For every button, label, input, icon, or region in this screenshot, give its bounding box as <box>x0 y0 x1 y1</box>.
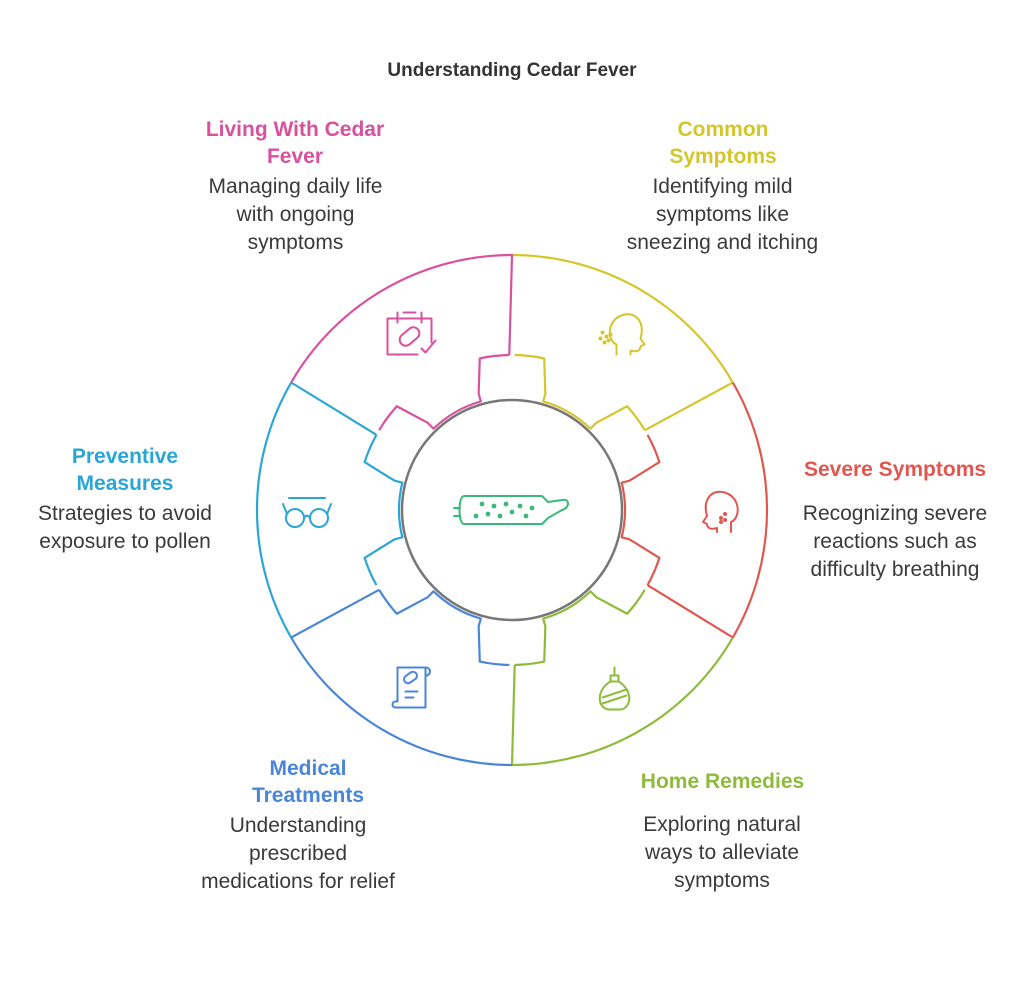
glasses-icon <box>282 497 332 528</box>
segment-title-severe-symptoms: Severe Symptoms <box>803 458 987 481</box>
segment-outer-arc <box>255 381 378 639</box>
segment-common <box>511 253 734 432</box>
segment-description-living-with-cedar-fever: Managing daily life with ongoing symptom… <box>208 175 383 254</box>
segment-medical <box>290 588 513 767</box>
herbal-bundle-icon <box>598 666 631 711</box>
segment-outer-arc <box>290 253 514 384</box>
segment-description-common-symptoms: Identifying mild symptoms like sneezing … <box>626 175 819 254</box>
segment-inner-band <box>514 353 646 431</box>
segment-inner-band <box>378 353 510 431</box>
segment-title-common-symptoms: Common Symptoms <box>669 118 777 168</box>
segment-outer-arc <box>646 381 769 639</box>
segment-home <box>510 589 734 767</box>
segment-severe <box>620 381 769 639</box>
coughing-head-icon <box>702 490 739 533</box>
segment-inner-band <box>620 434 661 586</box>
segment-outer-arc <box>511 253 734 432</box>
segment-inner-band <box>514 589 646 667</box>
segment-living <box>290 253 514 431</box>
segment-title-living-with-cedar-fever: Living With Cedar Fever <box>205 118 385 168</box>
pill-calendar-icon <box>386 311 437 356</box>
segment-description-severe-symptoms: Recognizing severe reactions such as dif… <box>802 502 988 581</box>
segment-description-preventive-measures: Strategies to avoid exposure to pollen <box>38 502 212 553</box>
segment-inner-band <box>363 434 404 586</box>
cedar-pollen-icon <box>453 495 569 525</box>
segment-outer-arc <box>510 636 734 767</box>
segment-title-preventive-measures: Preventive Measures <box>71 445 179 495</box>
sneezing-head-icon <box>598 313 646 356</box>
prescription-icon <box>391 666 431 709</box>
segment-description-home-remedies: Exploring natural ways to alleviate symp… <box>643 813 801 892</box>
segment-preventive <box>255 381 404 639</box>
segment-title-medical-treatments: Medical Treatments <box>251 757 365 807</box>
diagram-title: Understanding Cedar Fever <box>387 60 637 81</box>
segment-outer-arc <box>290 588 513 767</box>
segment-description-medical-treatments: Understanding prescribed medications for… <box>201 814 395 893</box>
segment-title-home-remedies: Home Remedies <box>640 770 805 793</box>
segment-inner-band <box>378 589 510 667</box>
